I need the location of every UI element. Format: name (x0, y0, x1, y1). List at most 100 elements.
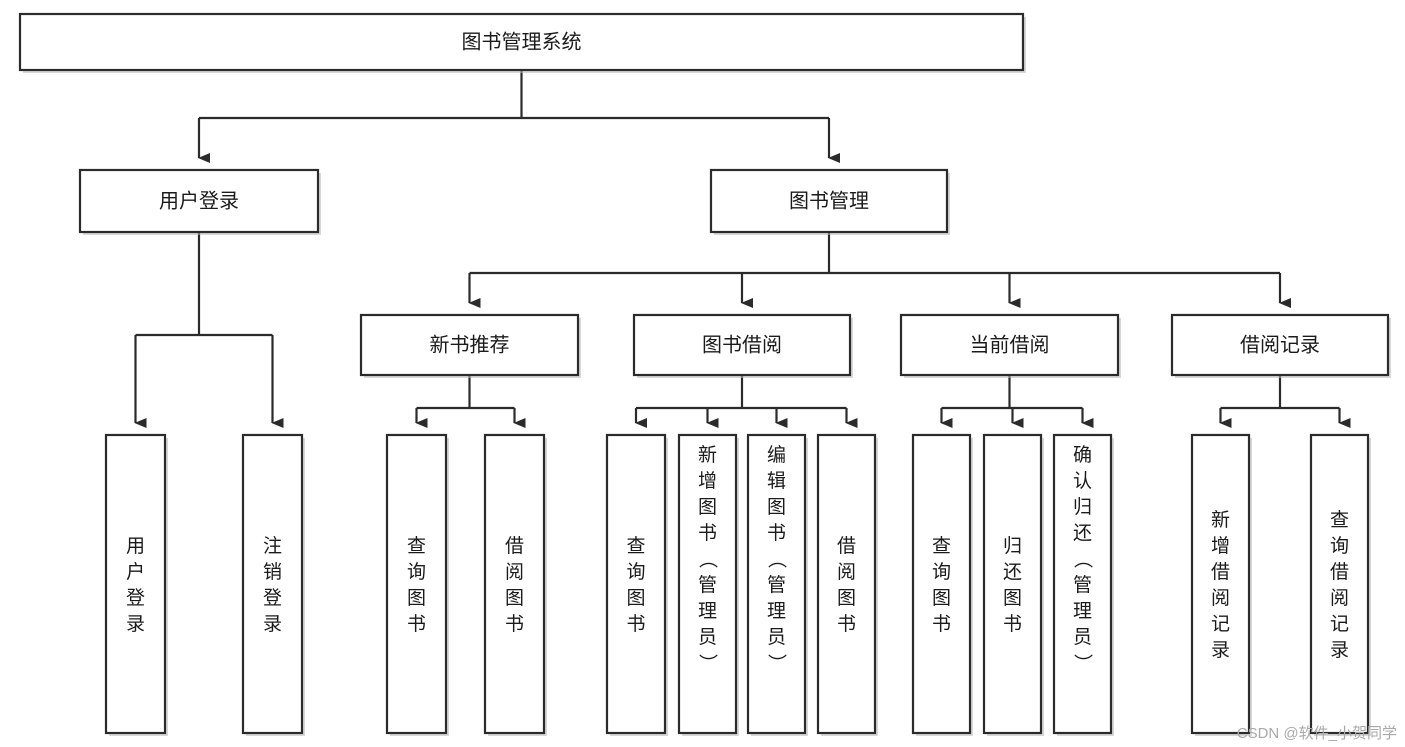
svg-text:）: ） (1072, 653, 1094, 672)
node-book-borrow[interactable] (632, 313, 852, 377)
node-leaf-return-book[interactable] (982, 433, 1043, 735)
svg-text:还: 还 (1003, 561, 1022, 583)
connector-group-4 (1219, 375, 1351, 428)
svg-text:归: 归 (1073, 496, 1092, 518)
svg-text:（: （ (697, 549, 719, 568)
svg-text:管: 管 (767, 574, 786, 596)
svg-text:管: 管 (1073, 574, 1092, 596)
svg-text:图: 图 (767, 497, 786, 518)
svg-text:图: 图 (837, 588, 856, 609)
label-user-login: 用户登录 (159, 189, 239, 212)
connector-root-to-level2 (197, 70, 840, 163)
node-leaf-query-record[interactable] (1309, 433, 1370, 735)
svg-text:记: 记 (1211, 613, 1230, 635)
svg-text:查: 查 (626, 535, 645, 557)
svg-text:员: 员 (1073, 627, 1092, 648)
node-leaf-borrow-book-1[interactable] (483, 433, 546, 735)
node-leaf-query-book-2[interactable] (605, 433, 667, 735)
svg-text:图: 图 (407, 588, 426, 609)
svg-text:理: 理 (767, 601, 786, 622)
connector-bookmgmt-to-level3 (468, 232, 1291, 308)
node-leaf-add-book[interactable] (677, 433, 738, 735)
svg-text:阅: 阅 (1211, 587, 1230, 609)
node-leaf-borrow-book-2[interactable] (816, 433, 877, 735)
svg-text:新: 新 (1211, 509, 1230, 531)
svg-text:图: 图 (626, 588, 645, 609)
node-leaf-add-record[interactable] (1190, 433, 1251, 735)
svg-text:编: 编 (767, 444, 786, 466)
svg-text:查: 查 (932, 535, 951, 557)
node-current-borrow[interactable] (899, 313, 1120, 377)
node-leaf-query-book-3[interactable] (911, 433, 972, 735)
connector-lines (134, 70, 1351, 428)
svg-text:理: 理 (698, 601, 717, 622)
svg-text:员: 员 (767, 627, 786, 648)
svg-text:登: 登 (126, 587, 145, 609)
svg-text:）: ） (766, 653, 788, 672)
svg-text:用: 用 (126, 536, 145, 557)
node-leaf-logout-login[interactable] (241, 433, 304, 735)
svg-text:询: 询 (1330, 535, 1349, 557)
svg-text:查: 查 (1330, 509, 1349, 531)
svg-text:阅: 阅 (505, 561, 524, 583)
svg-text:）: ） (697, 653, 719, 672)
label-leaf-user-login: 用户登录 (126, 536, 145, 635)
svg-text:书: 书 (837, 613, 856, 635)
csdn-watermark: CSDN @软件_小贺同学 (1236, 725, 1397, 742)
svg-text:借: 借 (1211, 561, 1230, 583)
svg-text:阅: 阅 (1330, 587, 1349, 609)
node-new-book-recommend[interactable] (359, 313, 580, 377)
svg-text:借: 借 (837, 535, 856, 557)
svg-text:书: 书 (932, 613, 951, 635)
svg-text:新: 新 (698, 444, 717, 466)
svg-text:注: 注 (263, 535, 282, 557)
node-labels: 图书管理系统用户登录图书管理新书推荐图书借阅当前借阅借阅记录用户登录注销登录查询… (126, 30, 1349, 672)
svg-text:户: 户 (126, 561, 145, 583)
node-leaf-user-login[interactable] (104, 433, 167, 735)
svg-text:询: 询 (626, 561, 645, 583)
svg-text:理: 理 (1073, 601, 1092, 622)
node-borrow-record[interactable] (1170, 313, 1390, 377)
svg-text:图: 图 (698, 497, 717, 518)
node-root[interactable] (18, 12, 1025, 72)
node-user-login[interactable] (78, 168, 320, 234)
svg-text:图: 图 (505, 588, 524, 609)
svg-text:记: 记 (1330, 613, 1349, 635)
svg-text:书: 书 (1003, 613, 1022, 635)
svg-text:阅: 阅 (837, 561, 856, 583)
connector-group-0 (134, 232, 284, 428)
svg-text:图: 图 (1003, 588, 1022, 609)
svg-text:管: 管 (698, 574, 717, 596)
label-new-book-recommend: 新书推荐 (430, 333, 510, 356)
svg-text:借: 借 (1330, 561, 1349, 583)
svg-text:（: （ (766, 549, 788, 568)
svg-text:员: 员 (698, 627, 717, 648)
node-book-management[interactable] (709, 168, 949, 234)
node-leaf-edit-book[interactable] (746, 433, 807, 735)
svg-text:书: 书 (698, 522, 717, 544)
svg-text:查: 查 (407, 535, 426, 557)
svg-text:归: 归 (1003, 535, 1022, 557)
svg-text:认: 认 (1073, 470, 1092, 492)
svg-text:书: 书 (767, 522, 786, 544)
svg-text:询: 询 (407, 561, 426, 583)
node-leaf-query-book-1[interactable] (385, 433, 448, 735)
connector-group-1 (415, 375, 526, 428)
svg-text:确: 确 (1073, 444, 1092, 466)
svg-text:录: 录 (1330, 640, 1349, 661)
svg-text:书: 书 (505, 613, 524, 635)
svg-text:借: 借 (505, 535, 524, 557)
node-leaf-confirm-return[interactable] (1052, 433, 1113, 735)
